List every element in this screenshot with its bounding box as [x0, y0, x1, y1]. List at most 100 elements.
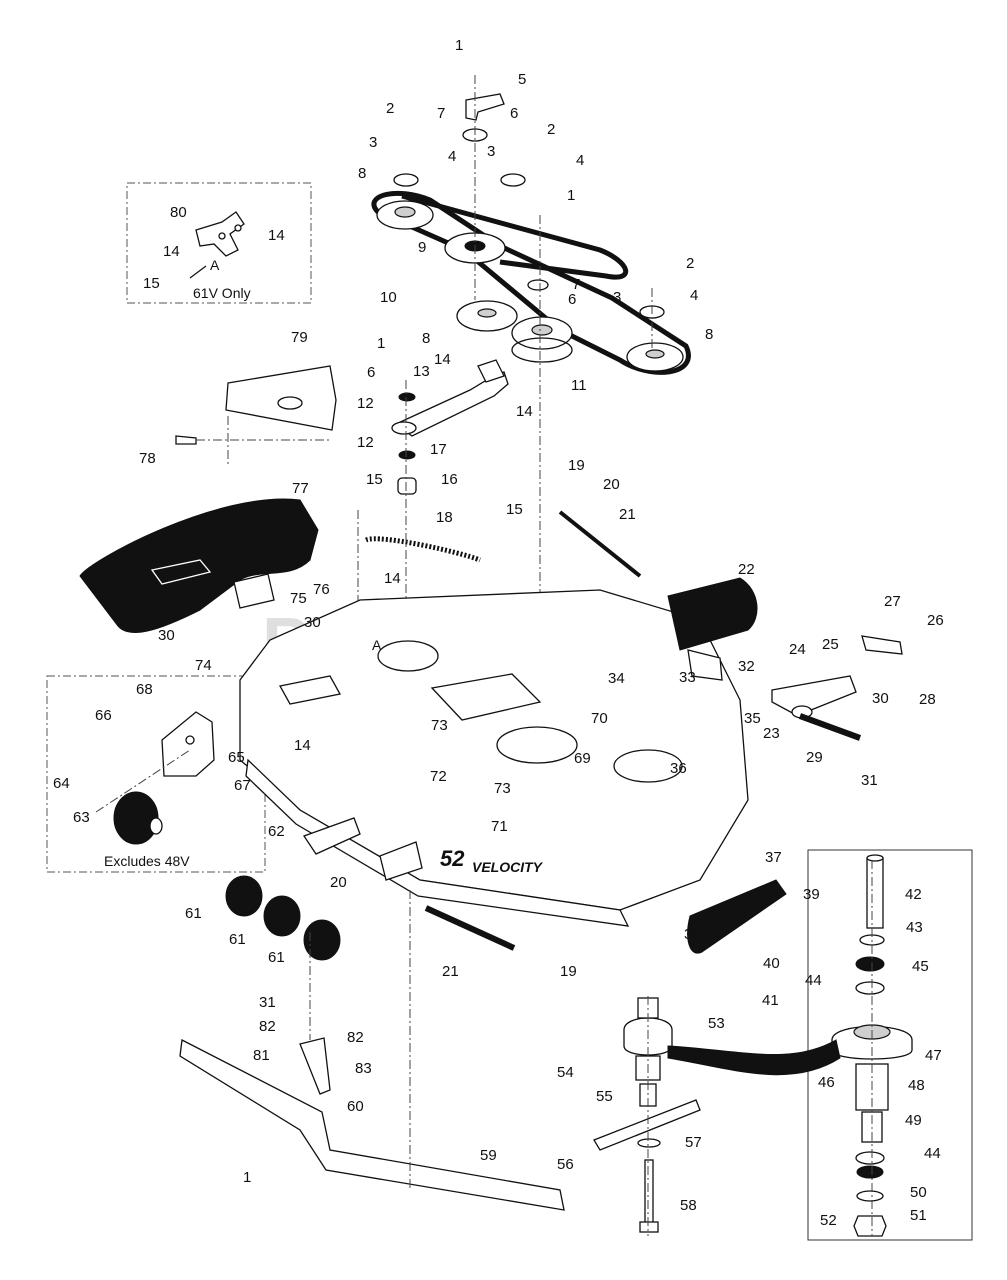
callout-number: 6 — [568, 291, 576, 308]
callout-number: 21 — [619, 506, 636, 523]
callout-number: 27 — [884, 593, 901, 610]
idler-arm-assembly — [357, 359, 509, 760]
callout-number: 3 — [613, 289, 621, 306]
callout-number: 20 — [603, 476, 620, 493]
callout-number: 6 — [510, 105, 518, 122]
callout-number: 36 — [670, 760, 687, 777]
callout-number: 60 — [347, 1098, 364, 1115]
callout-number: 31 — [259, 994, 276, 1011]
callout-number: 59 — [480, 1147, 497, 1164]
callout-number: 2 — [386, 100, 394, 117]
callout-number: 56 — [557, 1156, 574, 1173]
callout-number: 48 — [908, 1077, 925, 1094]
callout-number: 15 — [506, 501, 523, 518]
pulley-belt-system — [371, 75, 691, 760]
callout-number: 9 — [418, 239, 426, 256]
callout-number: 35 — [744, 710, 761, 727]
callout-number: 20 — [330, 874, 347, 891]
callout-number: 78 — [139, 450, 156, 467]
callout-number: 81 — [253, 1047, 270, 1064]
callout-number: 46 — [818, 1074, 835, 1091]
callout-number: 41 — [762, 992, 779, 1009]
callout-number: 30 — [158, 627, 175, 644]
callout-number: 31 — [861, 772, 878, 789]
callout-number: 24 — [789, 641, 806, 658]
callout-number: 4 — [690, 287, 698, 304]
spindle-assembly — [593, 996, 841, 1236]
callout-number: 7 — [572, 276, 580, 293]
deck-brand-decal: VELOCITY — [472, 859, 544, 875]
callout-number: 47 — [925, 1047, 942, 1064]
callout-number: 70 — [591, 710, 608, 727]
callout-number: 69 — [574, 750, 591, 767]
callout-number: 44 — [924, 1145, 941, 1162]
callout-number: 21 — [442, 963, 459, 980]
callout-number: 26 — [927, 612, 944, 629]
callout-number: 8 — [705, 326, 713, 343]
callout-number: 15 — [143, 275, 160, 292]
callout-number: 61 — [185, 905, 202, 922]
kit-61v-box: 61V Only A — [126, 182, 312, 304]
callout-number: 1 — [377, 335, 385, 352]
callout-number: 6 — [367, 364, 375, 381]
callout-number: 25 — [822, 636, 839, 653]
wheel-kit-box: Excludes 48V — [46, 675, 266, 873]
callout-number: 42 — [905, 886, 922, 903]
callout-number: 17 — [430, 441, 447, 458]
callout-number: 38 — [684, 926, 701, 943]
callout-number: 80 — [170, 204, 187, 221]
callout-number: 74 — [195, 657, 212, 674]
callout-number: 37 — [765, 849, 782, 866]
callout-number: 4 — [576, 152, 584, 169]
front-roller — [424, 510, 758, 951]
callout-number: 28 — [919, 691, 936, 708]
kit-ref-a: A — [210, 257, 220, 273]
callout-number: 77 — [292, 480, 309, 497]
callout-number: 73 — [494, 780, 511, 797]
callout-number: 32 — [738, 658, 755, 675]
callout-number: 64 — [133, 825, 150, 842]
callout-number: 62 — [268, 823, 285, 840]
callout-number: 39 — [803, 886, 820, 903]
callout-number: 34 — [608, 670, 625, 687]
callout-number: 63 — [73, 809, 90, 826]
callout-number: 61 — [268, 949, 285, 966]
callout-number: 15 — [366, 471, 383, 488]
callout-number: 3 — [369, 134, 377, 151]
callout-number: 14 — [294, 737, 311, 754]
callout-number: 66 — [95, 707, 112, 724]
spindle-detail-box — [807, 849, 973, 1241]
callout-number: 12 — [357, 395, 374, 412]
callout-number: 53 — [708, 1015, 725, 1032]
callout-number: 23 — [763, 725, 780, 742]
callout-number: 30 — [872, 690, 889, 707]
deck-rollers — [225, 875, 341, 961]
wheel-kit-label: Excludes 48V — [104, 853, 190, 869]
callout-number: 29 — [806, 749, 823, 766]
callout-number: 45 — [912, 958, 929, 975]
callout-number: 44 — [805, 972, 822, 989]
deck-ref-a: A — [372, 637, 382, 653]
callout-number: 75 — [290, 590, 307, 607]
callout-number: 16 — [441, 471, 458, 488]
callout-number: 14 — [434, 351, 451, 368]
callout-number: 8 — [422, 330, 430, 347]
callout-number: 1 — [455, 37, 463, 54]
callout-number: 19 — [568, 457, 585, 474]
callout-number: 65 — [228, 749, 245, 766]
callout-number: 82 — [259, 1018, 276, 1035]
callout-number: 2 — [547, 121, 555, 138]
callout-number: 67 — [234, 777, 251, 794]
callout-number: 1 — [243, 1169, 251, 1186]
front-baffle — [179, 890, 565, 1211]
callout-number: 64 — [53, 775, 70, 792]
callout-number: 30 — [304, 614, 321, 631]
callout-number: 12 — [357, 434, 374, 451]
callout-number: 58 — [680, 1197, 697, 1214]
callout-number: 14 — [516, 403, 533, 420]
discharge-chute — [79, 498, 319, 633]
callout-number: 40 — [763, 955, 780, 972]
callout-number: 5 — [518, 71, 526, 88]
